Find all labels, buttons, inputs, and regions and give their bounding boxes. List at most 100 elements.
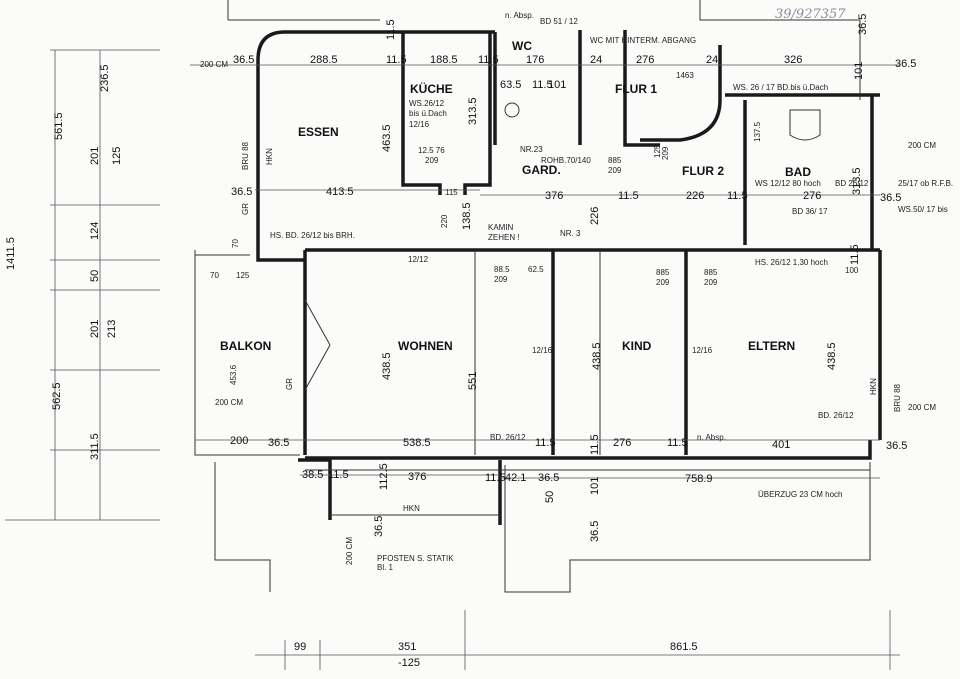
- walls: [194, 0, 882, 593]
- dimension: 12.5 76: [418, 146, 445, 155]
- dimension: 313.5: [467, 97, 479, 125]
- dimension: 209: [494, 275, 508, 284]
- dimension: 36.5: [886, 440, 907, 452]
- door-swing-icon: [304, 299, 331, 391]
- note: NR. 3: [560, 229, 581, 238]
- dimension: 62.5: [528, 265, 544, 274]
- note: GR: [285, 378, 294, 390]
- dimension: 200: [230, 435, 248, 447]
- dimension: 138.5: [461, 202, 473, 230]
- dimension: 36.5: [233, 54, 254, 66]
- dimension: 125: [111, 147, 123, 165]
- dimension: 551: [467, 372, 479, 390]
- dimension: 11.5: [485, 472, 506, 484]
- note: 200 CM: [200, 60, 228, 69]
- dimension: 201: [89, 147, 101, 165]
- dimension: 11.5: [849, 244, 861, 265]
- dimension: 101: [853, 62, 865, 80]
- wc-basin-icon: [504, 102, 520, 118]
- dimension: 401: [772, 439, 790, 451]
- note: 200 CM: [908, 141, 936, 150]
- dimension: 137.5: [753, 121, 762, 142]
- note: WS. 26 / 17 BD.bis ü.Dach: [733, 83, 828, 92]
- dimension: 236.5: [99, 64, 111, 92]
- dimension: 11.5: [667, 437, 688, 449]
- dimension: 36.5: [268, 437, 289, 449]
- dimension: 276: [803, 190, 821, 202]
- dimension: 538.5: [403, 437, 431, 449]
- dimension: 288.5: [310, 54, 338, 66]
- dimension: 42.1: [505, 472, 526, 484]
- note: BRU 88: [241, 141, 250, 170]
- dimension: 36.5: [880, 192, 901, 204]
- dimension: 115: [445, 188, 458, 197]
- room-balkon: BALKON: [220, 339, 271, 353]
- document-number: 39/927357: [775, 7, 846, 22]
- note: HS. BD. 26/12 bis BRH.: [270, 231, 355, 240]
- dimension-lines: [5, 49, 900, 670]
- dimension: 209: [656, 278, 670, 287]
- dimension: 376: [408, 471, 426, 483]
- dimension: 453.6: [229, 364, 238, 385]
- dimension: 36.5: [538, 472, 559, 484]
- note: WS.50/ 17 bis: [898, 205, 948, 214]
- dimension: 209: [704, 278, 718, 287]
- note: WC MIT HINTERM. ABGANG: [590, 36, 696, 45]
- note: WS 12/12 80 hoch: [755, 179, 821, 188]
- dimension: 70: [210, 271, 219, 280]
- dimension: 1463: [676, 71, 694, 80]
- note: BD. 26/12: [818, 411, 854, 420]
- note: BD 36/ 17: [792, 207, 828, 216]
- dimension: 24: [590, 54, 602, 66]
- dimension: 463.5: [381, 124, 393, 152]
- room-gard: GARD.: [522, 163, 561, 177]
- zehen-label: ZEHEN !: [488, 233, 520, 242]
- dimension: 88.5: [494, 265, 510, 274]
- dimension: 276: [636, 54, 654, 66]
- note: BD 51 / 12: [540, 17, 578, 26]
- note: 200 CM: [215, 398, 243, 407]
- dimension: 24: [706, 54, 718, 66]
- room-wohnen: WOHNEN: [398, 339, 453, 353]
- note: HS. 26/12 1.30 hoch: [755, 258, 828, 267]
- note: bis ü.Dach: [409, 109, 447, 118]
- dimension: 326: [784, 54, 802, 66]
- dimension: 220: [440, 214, 449, 228]
- dimension: 201: [89, 320, 101, 338]
- dimension: 11.5: [532, 79, 553, 91]
- note: 12/16: [409, 120, 430, 129]
- room-eltern: ELTERN: [748, 339, 795, 353]
- dimension: 70: [231, 239, 240, 248]
- note: WS.26/12: [409, 99, 445, 108]
- dimension: 36.5: [231, 186, 252, 198]
- dimension: 758.9: [685, 473, 713, 485]
- note: HKN: [265, 148, 274, 165]
- dimension: 885: [704, 268, 718, 277]
- dimension: -125: [398, 657, 420, 669]
- note: ÜBERZUG 23 CM hoch: [758, 490, 842, 499]
- note: BD. 26/12: [490, 433, 526, 442]
- note: GR: [241, 203, 250, 215]
- dimension: 112.5: [378, 463, 390, 490]
- note: Bl. 1: [377, 563, 394, 572]
- note: n. Absp.: [697, 433, 726, 442]
- note: BRU 88: [893, 383, 902, 412]
- dimension: 376: [545, 190, 563, 202]
- dimension: 311.5: [89, 433, 101, 460]
- dimension: 209: [661, 146, 670, 160]
- dimension: 11.5: [386, 54, 407, 66]
- dimension: 209: [425, 156, 439, 165]
- dimension: 188.5: [430, 54, 458, 66]
- dimension: 226: [686, 190, 704, 202]
- dimension: 11.5: [478, 54, 499, 66]
- note: PFOSTEN S. STATIK: [377, 554, 454, 563]
- dimension: 11.5: [328, 469, 349, 481]
- toilet-icon: [789, 109, 821, 141]
- note: BD 26/12: [835, 179, 869, 188]
- dimension: 11.5: [535, 437, 556, 449]
- note: NR.23: [520, 145, 543, 154]
- annotations: n. Absp. BD 51 / 12 WC MIT HINTERM. ABGA…: [200, 11, 953, 572]
- room-kind: KIND: [622, 339, 652, 353]
- dimension: 351: [398, 641, 416, 653]
